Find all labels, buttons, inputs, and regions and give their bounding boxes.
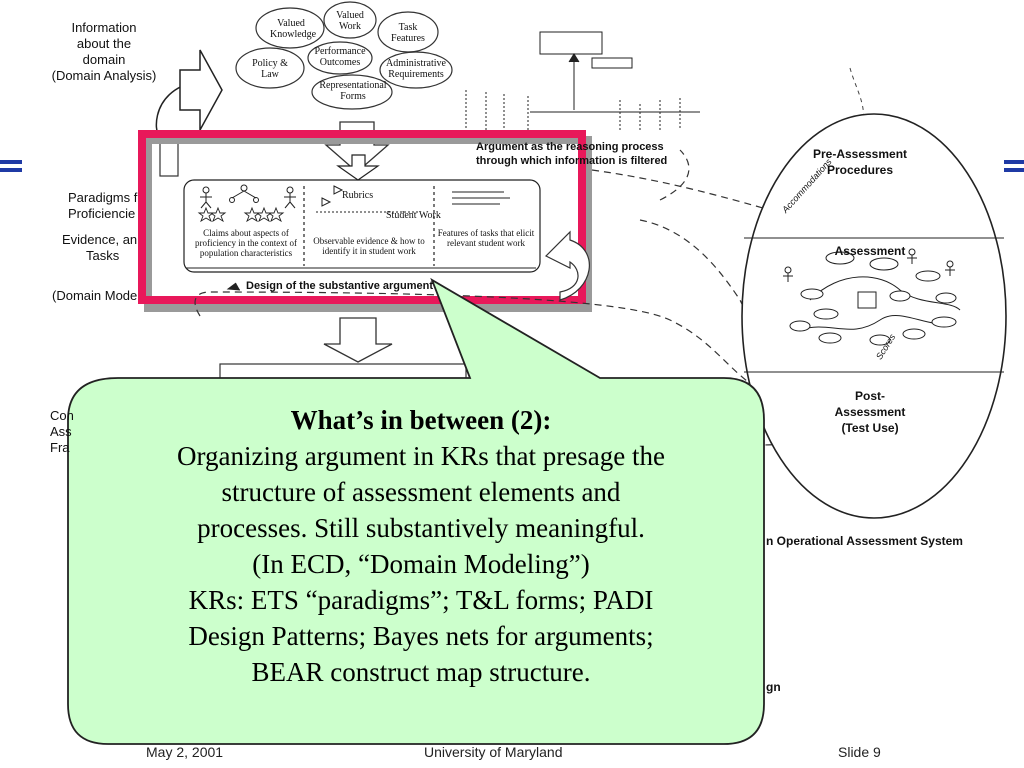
footer-date: May 2, 2001 [146, 744, 224, 760]
speech-bubble-text: What’s in between (2): Organizing argume… [96, 402, 746, 690]
claims-text: Claims about aspects of proficiency in t… [195, 228, 297, 258]
return-arrow-right [544, 230, 590, 301]
evidence-line-1: Evidence, an [62, 232, 138, 247]
post-assessment-label: Post- Assessment (Test Use) [800, 388, 940, 436]
highlight-frame [138, 130, 586, 304]
bubble-line: (In ECD, “Domain Modeling”) [252, 549, 590, 579]
substantive-argument-box [183, 154, 541, 273]
cut-off-line-3: Fra [50, 440, 70, 455]
assessment-network [783, 248, 961, 346]
people-figures [200, 184, 296, 209]
bubble-line: KRs: ETS “paradigms”; T&L forms; PADI [188, 585, 654, 615]
bubble-line: BEAR construct map structure. [251, 657, 591, 687]
cloud-policy-law: Policy & Law [252, 58, 288, 80]
left-edge-marker [0, 160, 22, 172]
domain-analysis-line-1: Information [71, 20, 137, 35]
domain-analysis-line-2: about the [76, 36, 132, 51]
rubric-glyphs [316, 185, 510, 213]
paradigms-label: Paradigms f Proficiencie [68, 190, 137, 222]
domain-analysis-label: Information about the domain (Domain Ana… [40, 20, 168, 84]
footer-organization: University of Maryland [424, 744, 563, 760]
side-box [159, 139, 179, 177]
down-arrow-middle [323, 317, 393, 363]
highlight-shadow [144, 136, 592, 312]
cut-off-label: Con Ass Fra [50, 408, 74, 456]
design-caption: Design of the substantive argument [246, 280, 434, 292]
pre-assessment-line-2: Procedures [826, 163, 894, 177]
speech-bubble-shape [67, 277, 765, 745]
paradigms-line-2: Proficiencie [68, 206, 136, 221]
domain-analysis-line-4: (Domain Analysis) [51, 68, 157, 83]
evidence-line-2: Tasks [86, 248, 120, 263]
assessment-label: Assessment [834, 244, 906, 258]
argument-flowchart [465, 31, 700, 132]
lower-fragment-text: gn [766, 680, 781, 694]
post-assessment-line-3: (Test Use) [841, 421, 899, 435]
pre-assessment-label: Pre-Assessment Procedures [790, 146, 930, 178]
observable-evidence-text: Observable evidence & how to identify it… [313, 236, 425, 256]
rubrics-label: Rubrics [342, 190, 374, 201]
operational-system-caption: n Operational Assessment System [766, 534, 963, 548]
bubble-line: processes. Still substantively meaningfu… [197, 513, 645, 543]
task-features-text: Features of tasks that elicit relevant s… [437, 228, 535, 248]
pre-assessment-line-1: Pre-Assessment [812, 147, 908, 161]
cut-off-line-1: Con [50, 408, 74, 423]
argument-caption: Argument as the reasoning process throug… [476, 140, 667, 168]
cloud-valued-knowledge: Valued Knowledge [270, 18, 317, 40]
bubble-line: Organizing argument in KRs that presage … [177, 441, 665, 471]
flow-arrow-right-1 [179, 49, 223, 131]
cut-off-line-2: Ass [50, 424, 72, 439]
paradigms-line-1: Paradigms f [68, 190, 138, 205]
domain-model-label: (Domain Mode [52, 288, 138, 303]
cloud-administrative: Administrative Requirements [386, 58, 446, 80]
bubble-line: structure of assessment elements and [221, 477, 621, 507]
argument-caption-line-1: Argument as the reasoning process [476, 141, 664, 153]
bubble-line: Design Patterns; Bayes nets for argument… [188, 621, 654, 651]
post-assessment-line-2: Assessment [834, 405, 906, 419]
cloud-task-features: Task Features [391, 22, 425, 44]
right-edge-marker [1004, 160, 1024, 172]
design-caption-arrow [226, 282, 241, 291]
operational-ellipse [741, 113, 1007, 519]
domain-analysis-line-3: domain [82, 52, 126, 67]
evidence-label: Evidence, an Tasks [62, 232, 137, 264]
student-work-label: Student Work [386, 210, 441, 221]
rating-stars [197, 206, 285, 223]
post-assessment-line-1: Post- [855, 389, 885, 403]
cloud-performance-outcomes: Performance Outcomes [314, 46, 366, 68]
footer-slide-number: Slide 9 [838, 744, 881, 760]
cloud-representational: Representational Forms [319, 80, 387, 102]
argument-caption-line-2: through which information is filtered [476, 155, 668, 167]
cloud-cluster [235, 1, 453, 110]
bubble-heading: What’s in between (2): [290, 405, 552, 435]
cloud-valued-work: Valued Work [336, 10, 364, 32]
